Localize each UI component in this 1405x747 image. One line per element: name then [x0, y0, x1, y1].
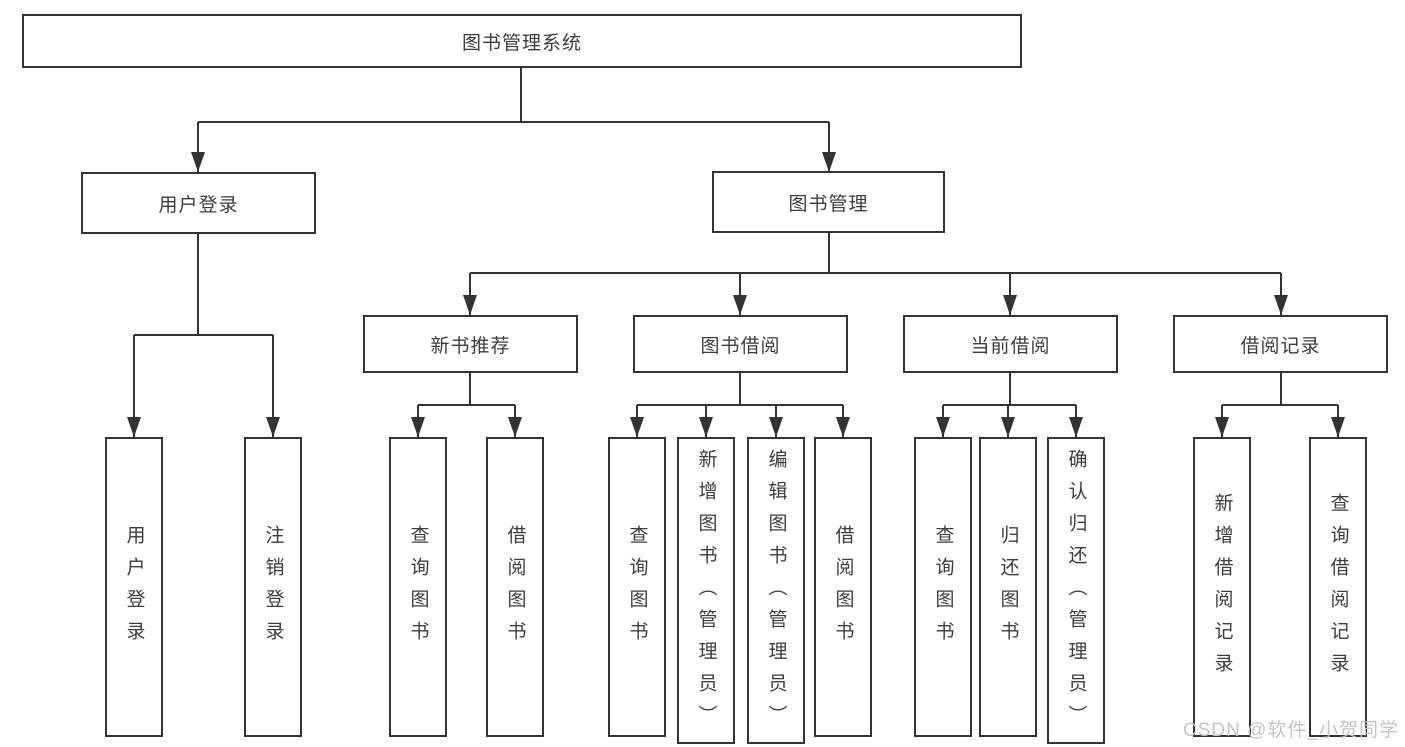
node-book-management: 图书管理 [712, 171, 945, 233]
leaf-confirm-return-admin-label: 确认归还（管理员） [1065, 448, 1087, 737]
node-current-borrow-label: 当前借阅 [970, 335, 1051, 357]
leaf-confirm-return-admin: 确认归还（管理员） [1047, 437, 1105, 744]
leaf-add-borrow-record: 新增借阅记录 [1193, 437, 1251, 737]
leaf-query-books-current-label: 查询图书 [932, 525, 954, 653]
node-new-book-recommend: 新书推荐 [363, 315, 578, 373]
leaf-query-books-borrow: 查询图书 [608, 437, 666, 737]
node-borrow-records: 借阅记录 [1173, 315, 1388, 373]
leaf-query-books-borrow-label: 查询图书 [626, 525, 648, 653]
leaf-add-books-admin: 新增图书（管理员） [677, 437, 735, 744]
leaf-borrow-books-recommend-label: 借阅图书 [504, 525, 526, 653]
leaf-query-books-recommend: 查询图书 [389, 437, 447, 737]
node-current-borrow: 当前借阅 [903, 315, 1118, 373]
leaf-add-books-admin-label: 新增图书（管理员） [695, 448, 717, 737]
leaf-user-login-label: 用户登录 [123, 525, 145, 653]
leaf-query-borrow-record-label: 查询借阅记录 [1327, 493, 1349, 685]
leaf-user-login: 用户登录 [105, 437, 163, 737]
node-user-login: 用户登录 [81, 172, 316, 234]
node-book-borrow-label: 图书借阅 [700, 335, 781, 357]
node-book-management-label: 图书管理 [788, 193, 869, 215]
leaf-borrow-books-recommend: 借阅图书 [486, 437, 544, 737]
leaf-edit-books-admin-label: 编辑图书（管理员） [765, 448, 787, 737]
leaf-return-books: 归还图书 [979, 437, 1037, 737]
node-new-book-recommend-label: 新书推荐 [430, 335, 511, 357]
leaf-query-books-current: 查询图书 [914, 437, 972, 737]
leaf-query-borrow-record: 查询借阅记录 [1309, 437, 1367, 737]
leaf-logout-label: 注销登录 [262, 525, 284, 653]
leaf-borrow-books-borrow: 借阅图书 [814, 437, 872, 737]
root-node: 图书管理系统 [22, 14, 1022, 68]
leaf-borrow-books-borrow-label: 借阅图书 [832, 525, 854, 653]
leaf-edit-books-admin: 编辑图书（管理员） [747, 437, 805, 744]
node-book-borrow: 图书借阅 [633, 315, 848, 373]
leaf-logout: 注销登录 [244, 437, 302, 737]
root-node-label: 图书管理系统 [461, 32, 582, 54]
node-borrow-records-label: 借阅记录 [1240, 335, 1321, 357]
node-user-login-label: 用户登录 [158, 194, 239, 216]
leaf-return-books-label: 归还图书 [997, 525, 1019, 653]
leaf-query-books-recommend-label: 查询图书 [407, 525, 429, 653]
leaf-add-borrow-record-label: 新增借阅记录 [1211, 493, 1233, 685]
watermark: CSDN @软件_小贺同学 [1183, 720, 1399, 741]
